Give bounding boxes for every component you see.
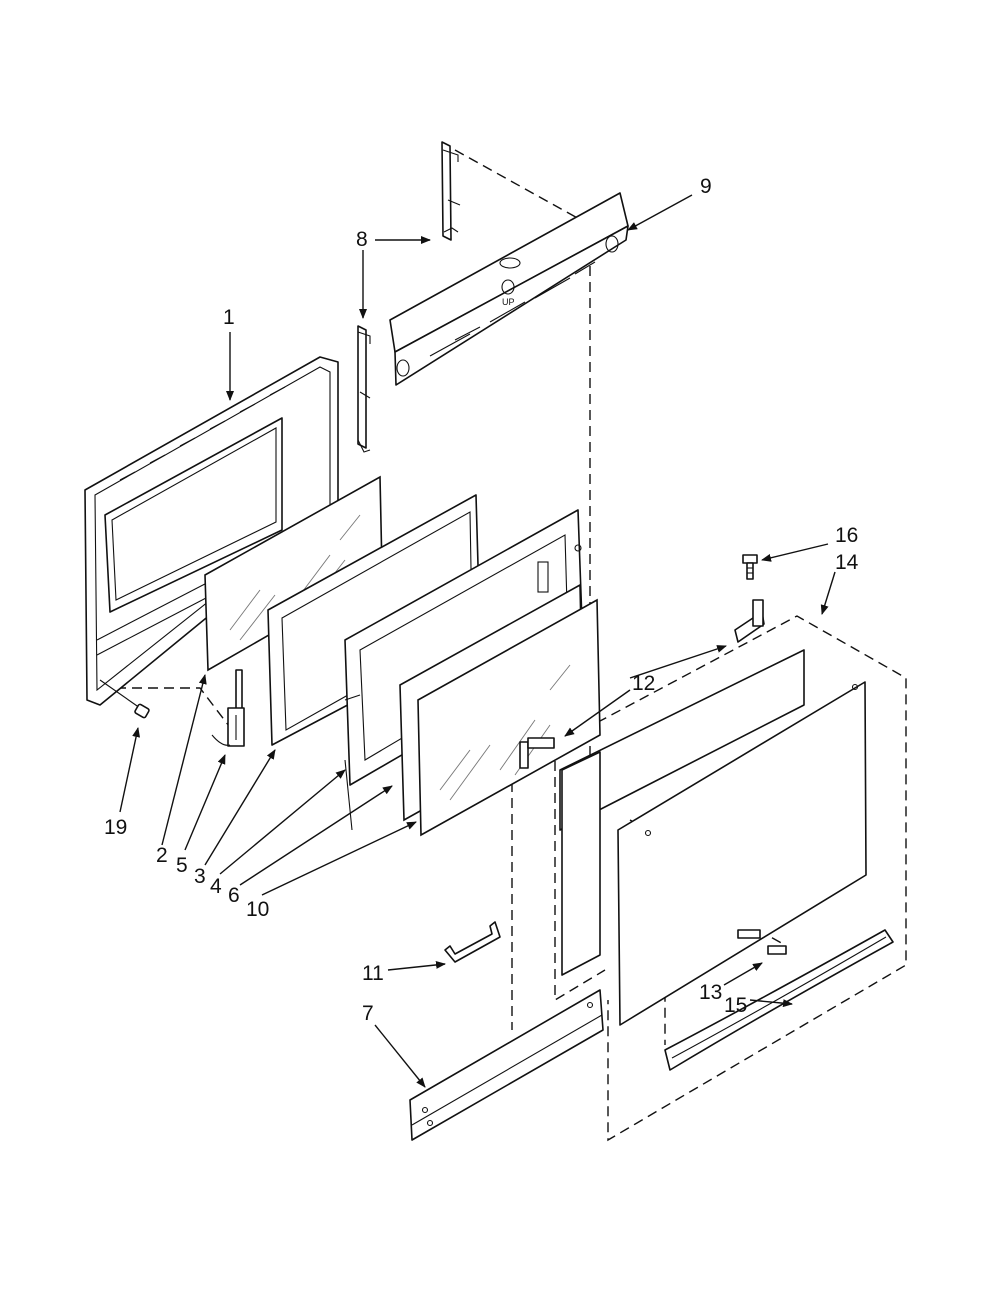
callout-10: 10: [246, 898, 269, 921]
part-5-latch: [211, 669, 245, 747]
callout-9: 9: [700, 175, 712, 198]
part-8-vent-brackets: [357, 141, 461, 453]
callout-13: 13: [699, 981, 722, 1004]
callout-16: 16: [835, 524, 858, 547]
callout-14: 14: [835, 551, 859, 574]
part-15-handle: [664, 929, 894, 1071]
callout-5: 5: [176, 854, 188, 877]
callout-19: 19: [104, 816, 127, 839]
callout-2: 2: [156, 844, 168, 867]
callout-4: 4: [210, 875, 222, 898]
part-12-hinge-upper: [734, 599, 765, 643]
part-9-door-top-trim: UP: [389, 192, 629, 386]
part-10-outer-glass: [399, 583, 601, 837]
callout-7: 7: [362, 1002, 374, 1025]
callout-6: 6: [228, 884, 240, 907]
part-14-outer-door-panel: [559, 649, 867, 1026]
leader-arrows: [119, 194, 836, 1088]
callout-8: 8: [356, 228, 368, 251]
part-12-hinge-clip: [519, 737, 555, 769]
part-16-screw: [742, 554, 758, 580]
part-11-bracket: [444, 921, 501, 963]
callout-3: 3: [194, 865, 206, 888]
callout-labels: 1 2 3 4 5 6 7 8 9 10 11 12 13 14 15 16 1…: [104, 175, 859, 1025]
up-marking: UP: [502, 297, 515, 307]
part-19-sensor: [99, 679, 150, 719]
callout-11: 11: [362, 962, 384, 985]
callout-1: 1: [223, 306, 235, 329]
callout-15: 15: [724, 994, 747, 1017]
part-7-bottom-trim: [409, 989, 604, 1141]
callout-12: 12: [632, 672, 655, 695]
